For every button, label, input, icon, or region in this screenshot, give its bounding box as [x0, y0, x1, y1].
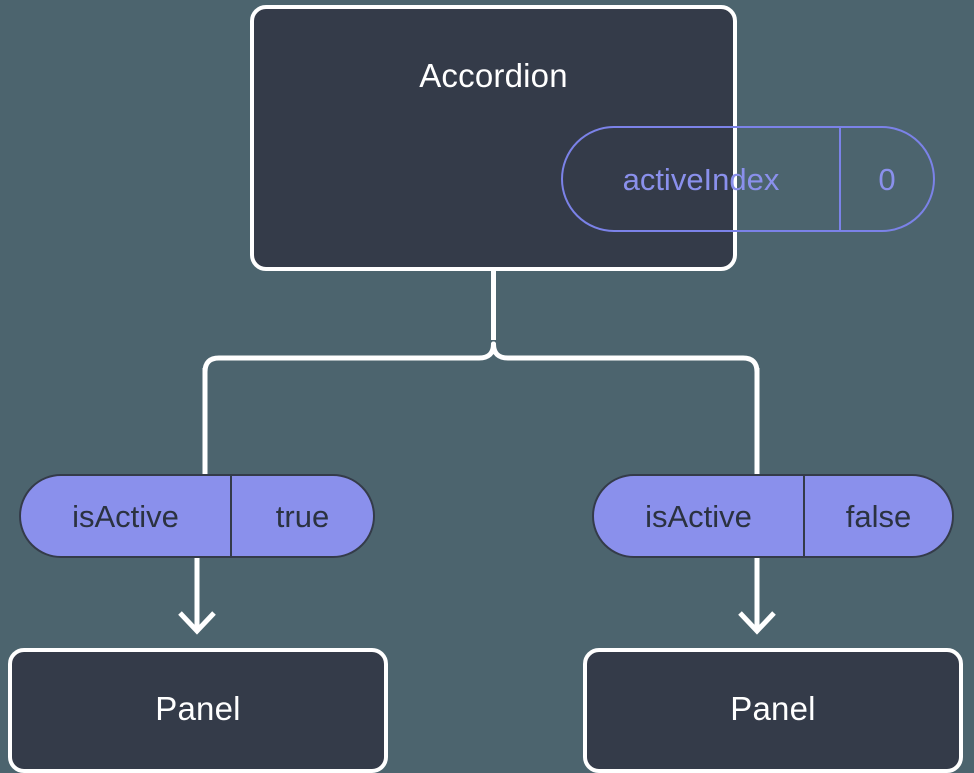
panel-node-left[interactable]: Panel	[8, 648, 388, 773]
prop-pill-right-value: false	[845, 498, 912, 534]
connector-right-elbow	[491, 341, 760, 375]
state-pill-active-index[interactable]: activeIndex 0	[561, 126, 935, 232]
panel-node-left-label: Panel	[155, 690, 241, 727]
panel-node-right[interactable]: Panel	[583, 648, 963, 773]
accordion-node-label: Accordion	[419, 57, 568, 94]
connector-left-elbow	[202, 341, 496, 375]
prop-pill-left-key: isActive	[21, 476, 232, 556]
accordion-node[interactable]: Accordion activeIndex 0	[250, 5, 935, 271]
prop-pill-left-value: true	[275, 498, 330, 534]
panel-node-right-label: Panel	[730, 690, 816, 727]
state-pill-key: activeIndex	[563, 128, 841, 230]
state-pill-value: 0	[878, 161, 896, 197]
arrowhead-right-panel	[738, 611, 776, 635]
prop-pill-right-key: isActive	[594, 476, 805, 556]
prop-pill-is-active-true[interactable]: isActive true	[19, 474, 375, 558]
prop-pill-is-active-false[interactable]: isActive false	[592, 474, 954, 558]
arrowhead-left-panel	[178, 611, 216, 635]
